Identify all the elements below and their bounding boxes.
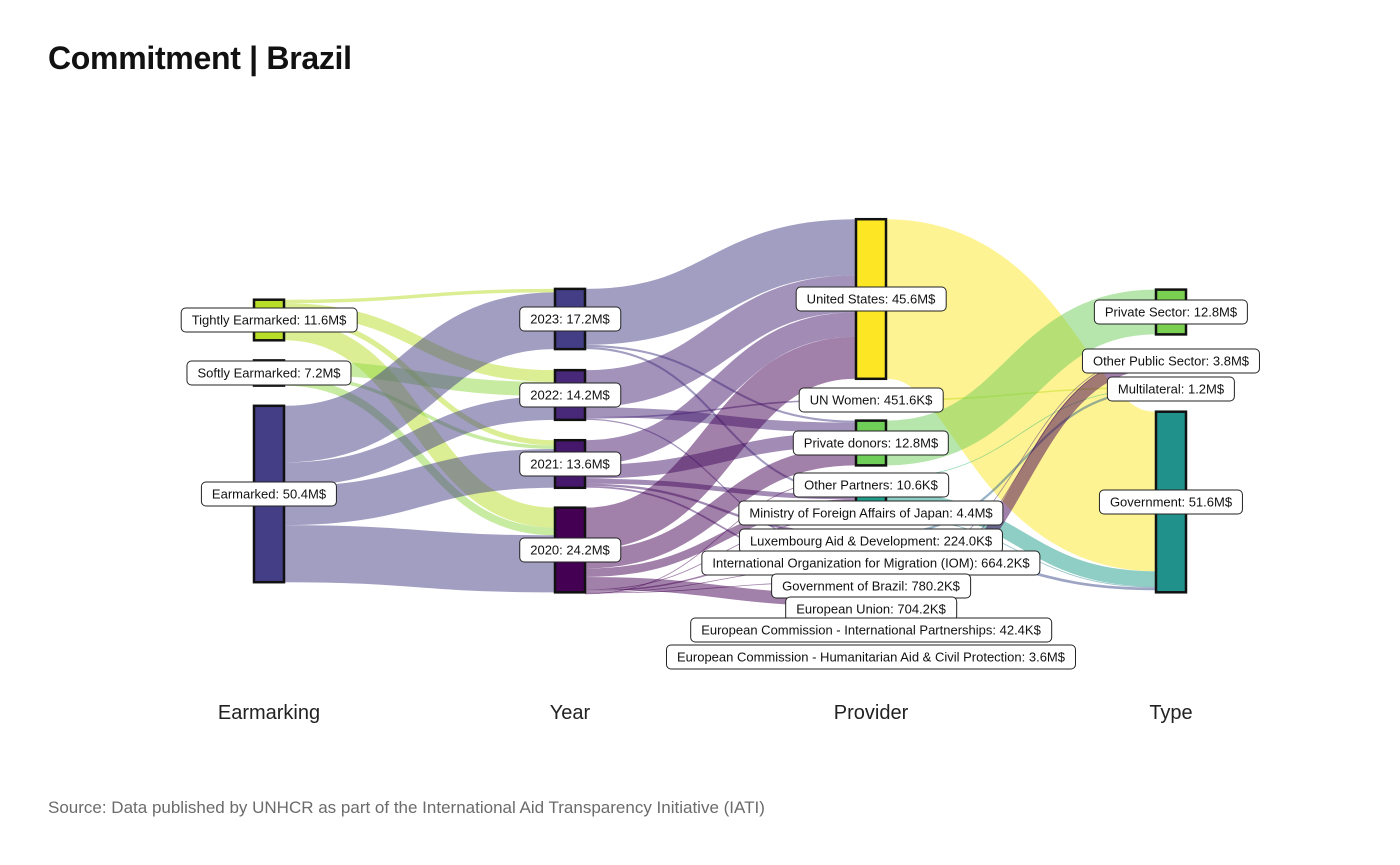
node-label-soft: Softly Earmarked: 7.2M$ [186, 360, 352, 386]
node-label-private: Private donors: 12.8M$ [792, 430, 950, 456]
source-note: Source: Data published by UNHCR as part … [48, 798, 765, 817]
node-label-us: United States: 45.6M$ [795, 286, 947, 312]
chart-title: Commitment | Brazil [48, 40, 352, 76]
node-label-otherpub: Other Public Sector: 3.8M$ [1081, 348, 1261, 374]
node-label-earm: Earmarked: 50.4M$ [200, 481, 338, 507]
node-label-y2023: 2023: 17.2M$ [519, 306, 621, 332]
link-earm-y2023 [283, 292, 556, 463]
axis-label-year: Year [549, 702, 591, 724]
link-y2023-us [584, 219, 857, 345]
node-label-iom: International Organization for Migration… [701, 550, 1041, 576]
node-label-eu: European Union: 704.2K$ [785, 596, 957, 622]
node-label-unwomen: UN Women: 451.6K$ [798, 387, 944, 413]
node-label-tight: Tightly Earmarked: 11.6M$ [180, 307, 358, 333]
link-y2020-private [584, 446, 857, 569]
node-label-gov: Government: 51.6M$ [1098, 489, 1244, 515]
axis-label-provider: Provider [833, 702, 909, 724]
node-label-govbr: Government of Brazil: 780.2K$ [771, 573, 971, 599]
link-earm-y2020 [283, 525, 556, 593]
node-label-ecip: European Commission - International Part… [690, 617, 1052, 643]
link-y2021-us [584, 312, 857, 465]
link-soft-y2020 [283, 377, 556, 536]
node-label-y2020: 2020: 24.2M$ [519, 537, 621, 563]
link-tight-y2020 [283, 320, 556, 528]
link-y2020-us [584, 336, 857, 550]
node-label-y2021: 2021: 13.6M$ [519, 451, 621, 477]
node-label-echo: European Commission - Humanitarian Aid &… [665, 644, 1077, 670]
axis-label-earmarking: Earmarking [217, 702, 321, 724]
node-label-japan: Ministry of Foreign Affairs of Japan: 4.… [738, 500, 1004, 526]
axis-label-type: Type [1149, 702, 1193, 724]
links-layer [283, 219, 1161, 607]
node-label-privsec: Private Sector: 12.8M$ [1093, 299, 1249, 325]
node-label-y2022: 2022: 14.2M$ [519, 382, 621, 408]
link-tight-y2023 [283, 288, 556, 304]
node-label-other: Other Partners: 10.6K$ [793, 472, 949, 498]
node-label-multi: Multilateral: 1.2M$ [1106, 376, 1236, 402]
link-earm-y2022 [283, 396, 556, 487]
